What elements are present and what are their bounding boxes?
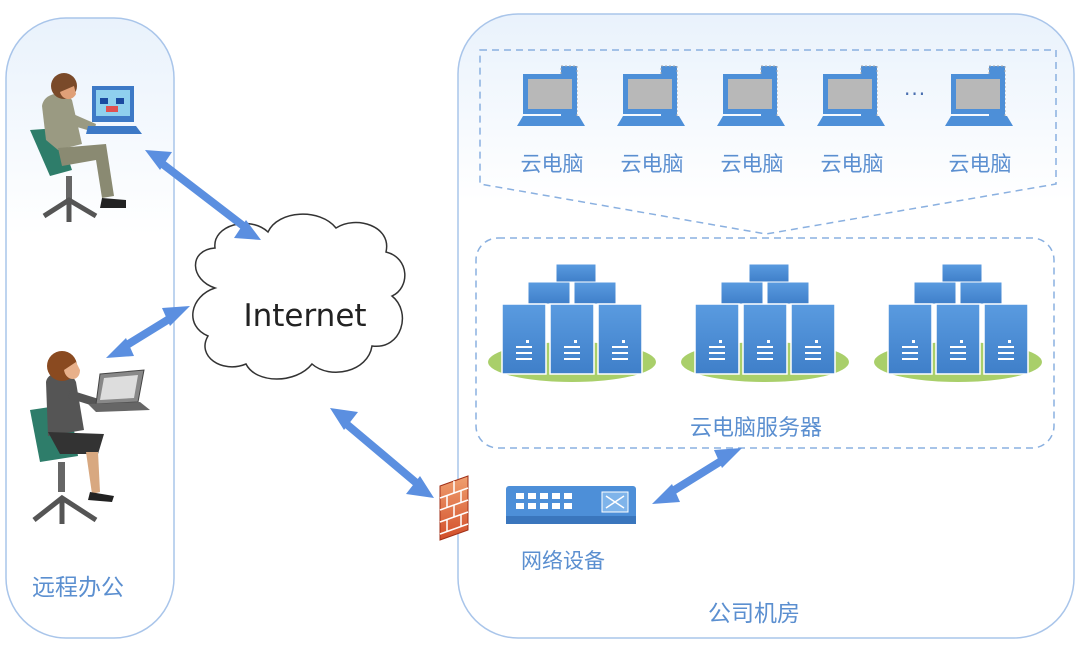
- remote-office-zone: [5, 17, 175, 639]
- arrowhead-icon: [162, 306, 190, 326]
- remote-worker-desktop-icon: [30, 73, 142, 222]
- company-room-label: 公司机房: [708, 601, 800, 627]
- network-device-label: 网络设备: [521, 549, 605, 573]
- arrowhead-icon: [714, 448, 742, 468]
- server-cluster-icon: [488, 263, 656, 382]
- remote-office-label: 远程办公: [32, 575, 124, 601]
- remote-worker-laptop-icon: [30, 351, 150, 524]
- cloud-pc-label: 云电脑: [720, 152, 784, 176]
- server-group-label: 云电脑服务器: [690, 416, 823, 441]
- cloud-pc-label: 云电脑: [520, 152, 584, 176]
- arrowhead-icon: [652, 484, 680, 504]
- connection-arrow: [156, 158, 250, 232]
- connection-arrow: [118, 312, 178, 352]
- connection-arrow: [664, 454, 730, 498]
- more-pcs-ellipsis: ···: [904, 82, 927, 106]
- cloud-pc-label: 云电脑: [820, 152, 884, 176]
- cloud-pc-label: 云电脑: [620, 152, 684, 176]
- arrowhead-icon: [106, 338, 134, 358]
- firewall-icon: [439, 475, 469, 541]
- arrowhead-icon: [330, 408, 358, 430]
- cloud-pc-label: 云电脑: [948, 152, 1012, 176]
- internet-label: Internet: [243, 298, 367, 334]
- cloud-pc-group-outline: [479, 49, 1057, 235]
- connection-arrow: [340, 418, 424, 490]
- arrowhead-icon: [406, 476, 434, 498]
- network-switch-icon: [506, 486, 636, 524]
- cloud-pc-icon: [717, 65, 785, 126]
- internet-cloud-icon: [192, 213, 406, 380]
- cloud-pc-icon: [817, 65, 885, 126]
- server-group-outline: [475, 237, 1055, 449]
- server-cluster-icon: [681, 263, 849, 382]
- cloud-pc-icon: [617, 65, 685, 126]
- server-cluster-icon: [874, 263, 1042, 382]
- cloud-pc-icon: [517, 65, 585, 126]
- arrowhead-icon: [145, 150, 172, 170]
- cloud-pc-icon: [945, 65, 1013, 126]
- arrowhead-icon: [234, 220, 261, 240]
